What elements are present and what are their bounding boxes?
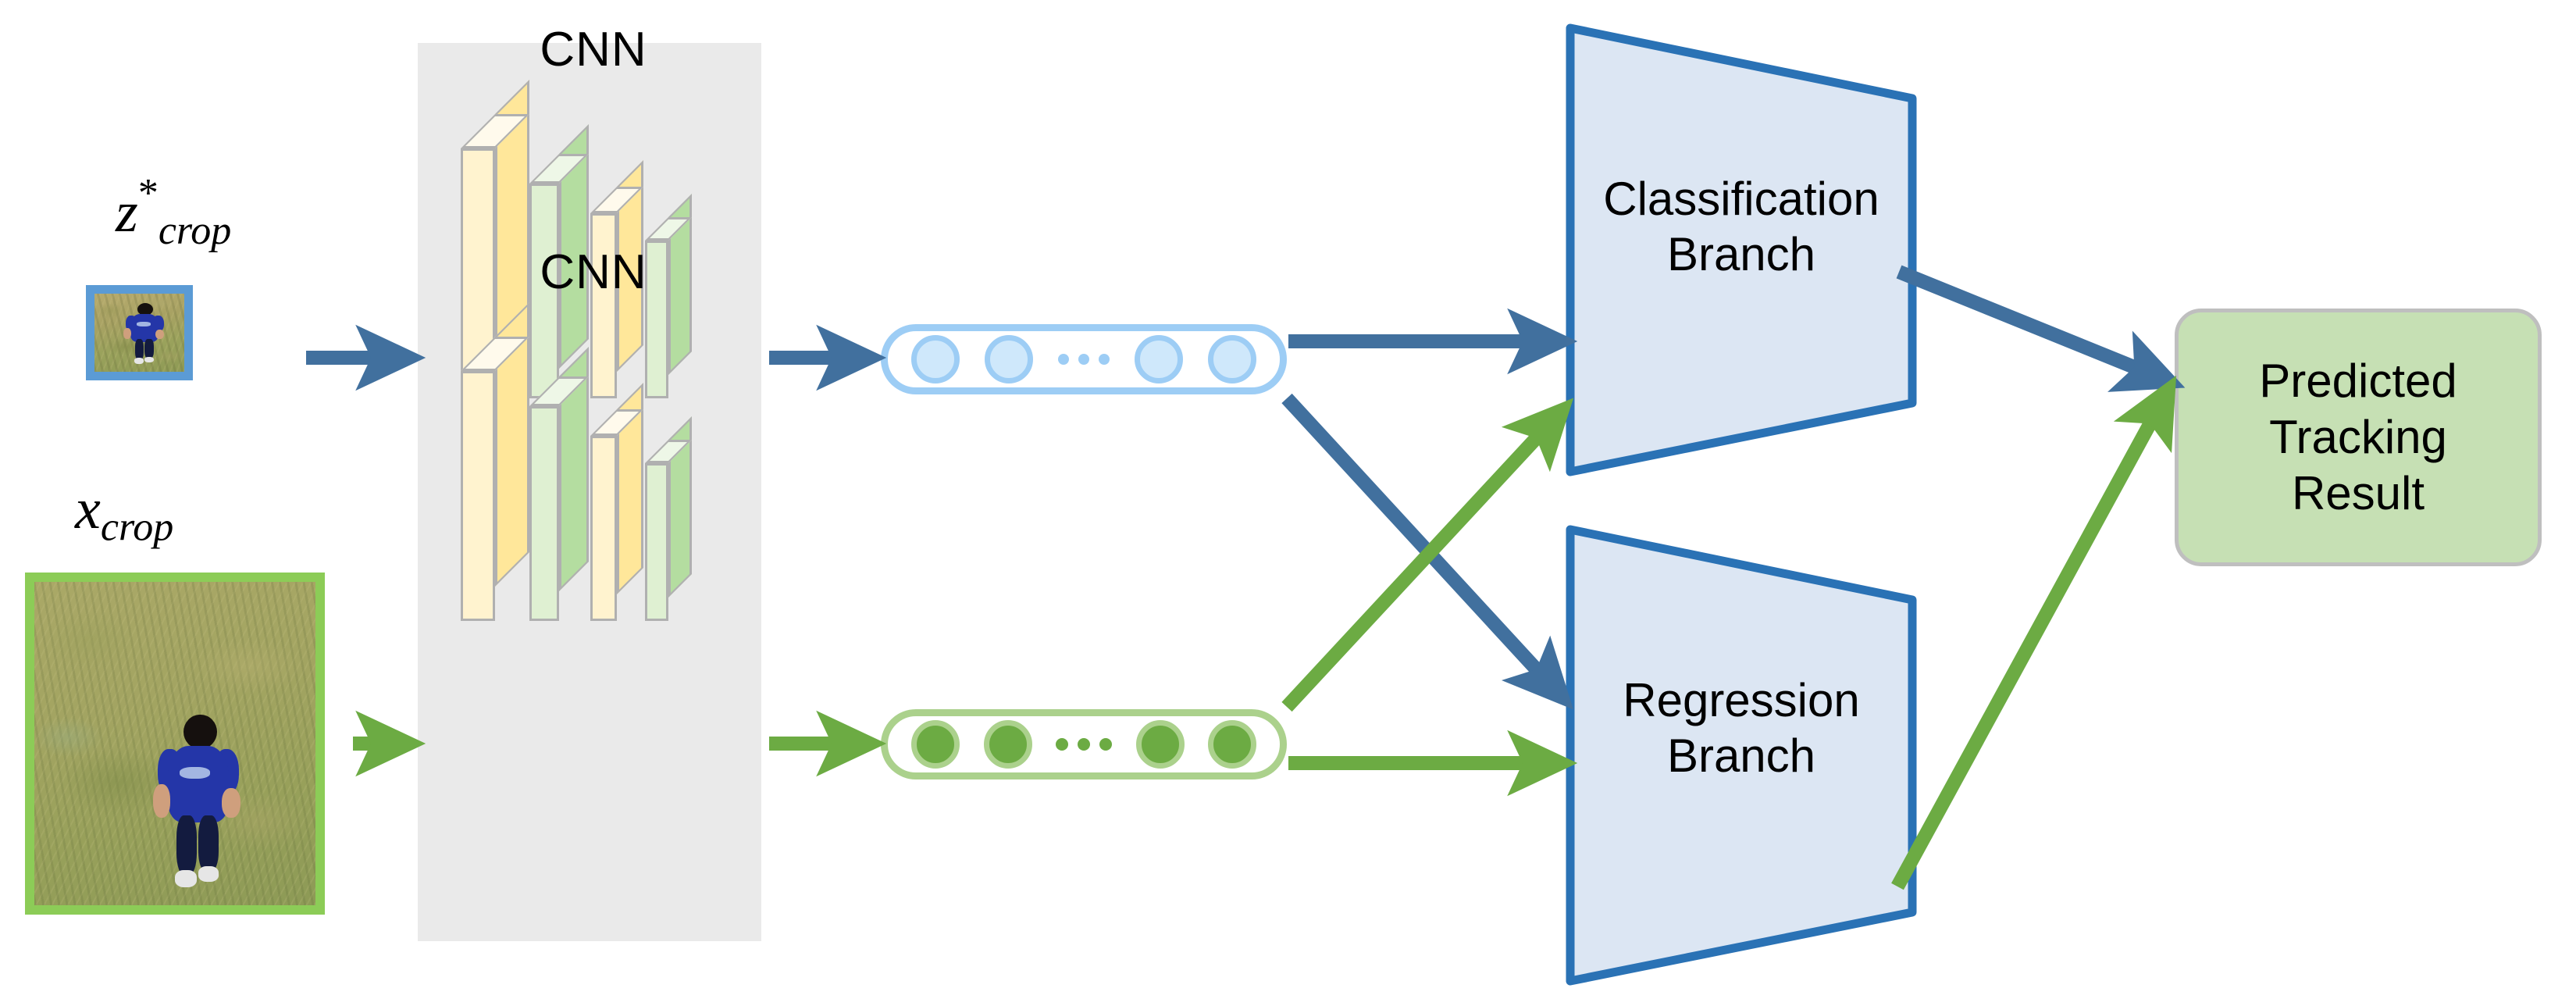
regression-branch[interactable]: Regression Branch (1566, 525, 1917, 986)
search-label-subscript: crop (100, 505, 174, 550)
arrow-regression-to-result (1891, 375, 2177, 890)
regression-branch-line2: Branch (1666, 729, 1816, 782)
cnn-search-label: CNN (540, 245, 647, 299)
arrow-search-feature-to-classification (1281, 398, 1574, 712)
result-line2: Tracking (2269, 411, 2447, 463)
search-crop-photo (34, 582, 315, 905)
feature-node-green-2 (983, 720, 1032, 769)
template-feature-ellipsis-icon (1058, 354, 1110, 365)
feature-node-blue-4 (1208, 335, 1256, 383)
search-label-base: x (75, 477, 101, 541)
cnn-layer-4 (645, 194, 692, 398)
template-crop-photo (94, 294, 184, 372)
template-label-base: z (116, 180, 138, 245)
cnn-layer-7 (590, 383, 643, 621)
template-crop-runner (123, 303, 166, 366)
cnn-layer-6 (529, 347, 589, 621)
result-label: Predicted Tracking Result (2259, 353, 2457, 522)
template-label-superscript: * (137, 171, 159, 216)
regression-branch-line1: Regression (1623, 674, 1860, 726)
classification-branch-line1: Classification (1603, 173, 1879, 225)
arrow-template-feature-to-regression (1281, 393, 1574, 710)
classification-branch-label: Classification Branch (1566, 172, 1917, 283)
classification-branch-line2: Branch (1666, 227, 1816, 280)
cnn-layer-8 (645, 416, 692, 621)
search-feature-vector[interactable] (881, 709, 1287, 779)
template-crop-image[interactable] (86, 285, 193, 380)
template-label-subscript: crop (158, 208, 232, 253)
template-crop-label: z*crop (116, 170, 231, 254)
feature-node-blue-3 (1135, 335, 1183, 383)
feature-node-blue-1 (911, 335, 960, 383)
search-crop-background (34, 582, 315, 905)
arrow-classification-to-result (1896, 265, 2186, 392)
feature-node-green-1 (911, 720, 960, 769)
cnn-layer-3 (590, 160, 643, 398)
result-line3: Result (2291, 467, 2425, 519)
cnn-template-label: CNN (540, 23, 647, 77)
search-crop-image[interactable] (25, 573, 325, 915)
cnn-search-stack (461, 302, 742, 621)
regression-branch-label: Regression Branch (1566, 673, 1917, 784)
search-crop-runner (152, 714, 242, 890)
cnn-layer-5 (461, 302, 529, 621)
template-feature-vector[interactable] (881, 324, 1287, 394)
cnn-layer-2 (529, 124, 589, 398)
predicted-tracking-result[interactable]: Predicted Tracking Result (2175, 309, 2542, 566)
search-crop-label: xcrop (75, 476, 173, 551)
feature-node-green-3 (1135, 720, 1185, 769)
search-feature-ellipsis-icon (1056, 738, 1112, 751)
feature-node-blue-2 (985, 335, 1033, 383)
feature-node-green-4 (1208, 720, 1256, 769)
result-line1: Predicted (2259, 355, 2457, 407)
